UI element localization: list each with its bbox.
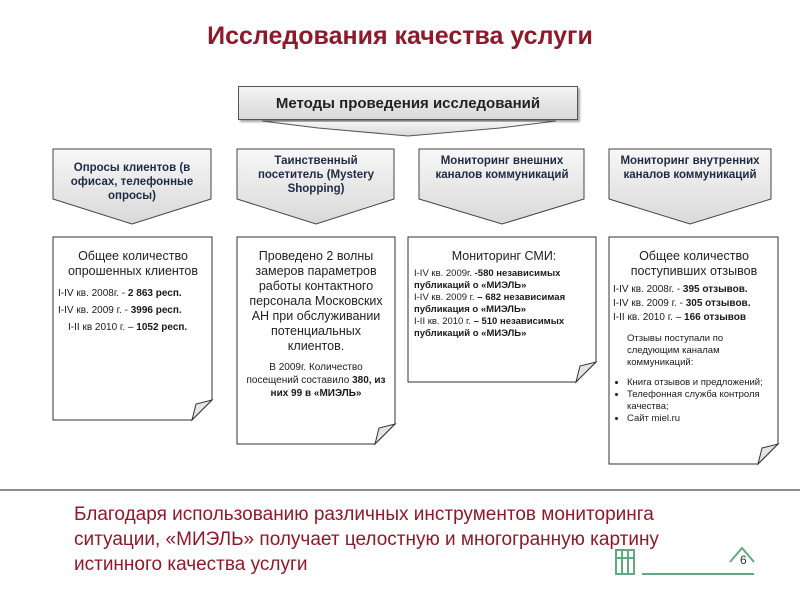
note-mystery: Проведено 2 волны замеров параметров раб… — [243, 249, 389, 400]
miel-logo-watermark — [615, 546, 755, 575]
note-internal: Общее количество поступивших отзывов I-I… — [613, 249, 775, 425]
note-internal-channel-item: Книга отзывов и предложений; — [627, 377, 775, 389]
category-label-external: Мониторинг внешних каналов коммуникаций — [435, 155, 569, 181]
note-internal-channel-item: Сайт miel.ru — [627, 413, 775, 425]
note-internal-row: I-IV кв. 2008г. - 395 отзывов. — [613, 284, 748, 295]
note-external: Мониторинг СМИ: I-IV кв. 2009г. -580 нез… — [414, 249, 594, 340]
note-external-heading: Мониторинг СМИ: — [451, 249, 557, 263]
note-surveys-row: I-II кв 2010 г. – 1052 респ. — [68, 322, 188, 333]
note-surveys-row: I-IV кв. 2009 г. - 3996 респ. — [58, 305, 182, 316]
category-shape-surveys — [52, 148, 212, 225]
category-label-internal: Мониторинг внутренних каналов коммуникац… — [620, 155, 760, 181]
note-internal-channels-intro: Отзывы поступали по следующим каналам ко… — [627, 333, 724, 368]
note-card-surveys — [52, 236, 214, 422]
methods-funnel-arrow — [261, 120, 557, 137]
conclusion-text: Благодаря использованию различных инстру… — [74, 504, 659, 575]
note-external-row: I-IV кв. 2009 г. – 682 независимая публи… — [414, 292, 566, 315]
methods-header-box: Методы проведения исследований — [238, 86, 578, 120]
category-shape-mystery — [236, 148, 395, 225]
note-internal-row: I-IV кв. 2009 г. - 305 отзывов. — [613, 298, 751, 309]
methods-header-label: Методы проведения исследований — [275, 94, 541, 112]
category-label-mystery: Таинственный посетитель (Mystery Shoppin… — [257, 155, 375, 195]
note-mystery-footer: В 2009г. Количество посещений составило … — [246, 362, 386, 399]
category-shape-internal — [608, 148, 772, 225]
note-card-external — [407, 236, 598, 384]
note-card-mystery — [236, 236, 397, 446]
note-surveys: Общее количество опрошенных клиентов I-I… — [58, 249, 208, 336]
note-external-row: I-IV кв. 2009г. -580 независимых публика… — [414, 268, 561, 291]
note-external-row: I-II кв. 2010 г. – 510 независимых публи… — [414, 316, 565, 339]
note-surveys-row: I-IV кв. 2008г. - 2 863 респ. — [58, 288, 182, 299]
slide-title: Исследования качества услуги — [207, 22, 593, 50]
category-shape-external — [418, 148, 585, 225]
note-internal-heading: Общее количество поступивших отзывов — [630, 249, 758, 278]
note-card-internal — [608, 236, 780, 466]
note-surveys-heading: Общее количество опрошенных клиентов — [67, 249, 199, 278]
note-internal-row: I-II кв. 2010 г. – 166 отзывов — [613, 312, 747, 323]
note-mystery-heading: Проведено 2 волны замеров параметров раб… — [249, 249, 383, 353]
section-divider — [0, 489, 800, 491]
note-internal-channel-item: Телефонная служба контроля качества; — [627, 389, 775, 413]
category-label-surveys: Опросы клиентов (в офисах, телефонные оп… — [70, 162, 194, 202]
page-number: 6 — [740, 553, 747, 567]
